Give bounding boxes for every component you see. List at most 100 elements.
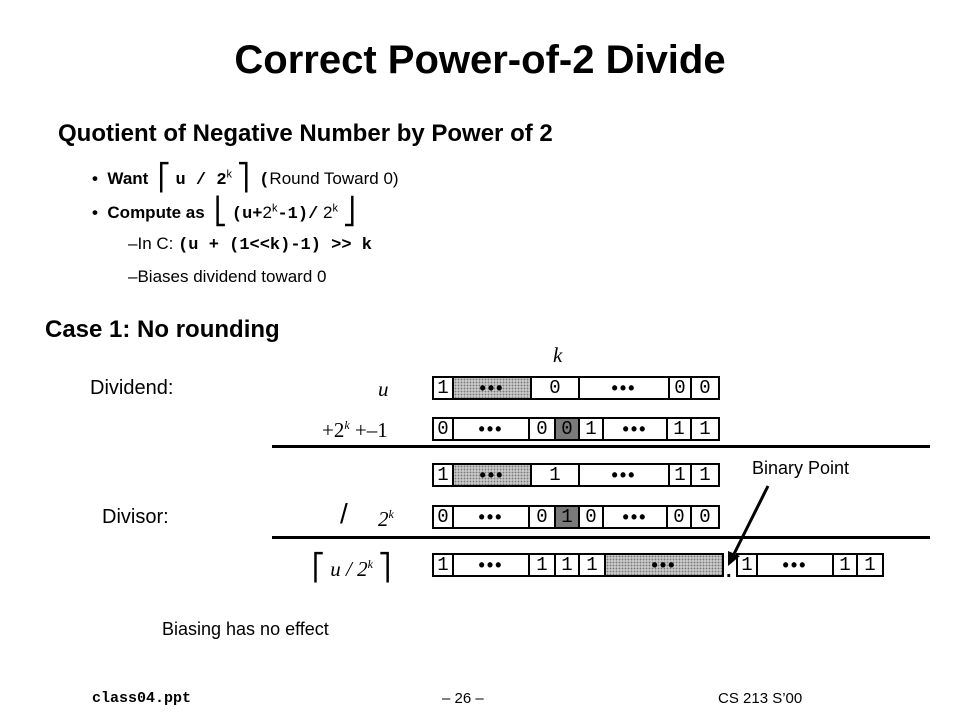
biasing-note: Biasing has no effect xyxy=(162,619,329,639)
result-ceil-right: ⎤ xyxy=(378,553,392,582)
result-fraction-bits: 1 ••• 1 1 xyxy=(736,553,884,577)
bit-cell: 1 xyxy=(556,506,580,528)
compute-exponent: k xyxy=(271,202,278,215)
compute-code-a: (u+ xyxy=(231,205,263,224)
ceil-right-bracket: ⎤ xyxy=(236,162,250,192)
want-exponent: k xyxy=(226,168,233,181)
ellipsis-cell: ••• xyxy=(454,419,530,439)
subbullet-in-c: –In C: (u + (1<<k)-1) >> k xyxy=(128,234,372,255)
result-ceil-left: ⎡ xyxy=(312,553,325,582)
u-label: u xyxy=(378,377,389,401)
bit-cell: 0 xyxy=(530,506,556,528)
bit-cell: 1 xyxy=(668,418,692,440)
divisor-exponent: k xyxy=(388,507,394,521)
bit-cell: 1 xyxy=(834,554,858,576)
ellipsis-cell: ••• xyxy=(604,419,668,439)
in-c-label: In C: xyxy=(137,234,174,253)
ellipsis-cell: ••• xyxy=(604,555,722,575)
bit-cell: 1 xyxy=(699,418,711,440)
divisor-two: 2 xyxy=(378,507,389,531)
k-label: k xyxy=(553,343,563,367)
bit-cell: 0 xyxy=(580,506,604,528)
divisor-bits: 0 ••• 0 1 0 ••• 0 0 xyxy=(432,505,720,529)
bit-cell: 1 xyxy=(864,554,876,576)
subbullet-biases: –Biases dividend toward 0 xyxy=(128,267,326,287)
bias-bits: 0 ••• 0 0 1 ••• 1 1 xyxy=(432,417,720,441)
slide-title: Correct Power-of-2 Divide xyxy=(234,38,726,82)
footer-page-number: – 26 – xyxy=(442,690,484,707)
ellipsis-cell: ••• xyxy=(454,378,530,398)
bit-cell: 1 xyxy=(434,554,454,576)
bit-cell: 1 xyxy=(580,418,604,440)
bias-label: +2k +–1 xyxy=(322,418,388,443)
case-title: Case 1: No rounding xyxy=(45,316,280,343)
bit-cell: 1 xyxy=(586,554,598,576)
bullet-compute-label: Compute as xyxy=(107,203,205,222)
bullet-dot: • xyxy=(92,203,98,222)
bullet-want: • Want ⎡ u / 2k ⎤ (Round Toward 0) xyxy=(92,162,399,193)
result-exponent: k xyxy=(367,557,373,571)
bit-cell: 0 xyxy=(668,506,692,528)
bit-cell: 0 xyxy=(699,506,711,528)
bit-cell: 1 xyxy=(556,554,580,576)
bit-cell: 1 xyxy=(668,464,692,486)
want-code: u / 2 xyxy=(175,171,227,190)
result-integer-bits: 1 ••• 1 1 1 ••• xyxy=(432,553,724,577)
bit-cell: 1 xyxy=(530,464,580,486)
bit-cell: 0 xyxy=(556,418,580,440)
sum-divider-line xyxy=(272,445,930,448)
binary-point-label: Binary Point xyxy=(752,458,850,478)
bit-cell: 1 xyxy=(434,464,454,486)
compute-two-b: 2 xyxy=(323,203,333,222)
binary-point-dot: . xyxy=(726,560,732,582)
footer-filename: class04.ppt xyxy=(92,690,192,707)
floor-left-bracket: ⎣ xyxy=(214,196,228,226)
bit-cell: 0 xyxy=(434,418,454,440)
ellipsis-cell: ••• xyxy=(454,555,530,575)
result-expr: u / 2 xyxy=(330,557,368,581)
want-paren: ( xyxy=(259,171,270,190)
dash: – xyxy=(128,267,138,286)
sum-bits: 1 ••• 1 ••• 1 1 xyxy=(432,463,720,487)
ellipsis-cell: ••• xyxy=(604,507,668,527)
want-note: Round Toward 0) xyxy=(269,169,399,188)
bias-label-b: +–1 xyxy=(349,418,388,442)
bit-cell: 1 xyxy=(434,377,454,399)
bit-cell: 1 xyxy=(530,554,556,576)
biases-text: Biases dividend toward 0 xyxy=(137,267,327,286)
footer-course: CS 213 S’00 xyxy=(718,690,803,707)
bit-cell: 1 xyxy=(738,554,758,576)
bias-exponent: k xyxy=(344,418,350,432)
ellipsis-cell: ••• xyxy=(611,464,637,485)
dash: – xyxy=(128,234,138,253)
bit-cell: 0 xyxy=(699,377,711,399)
result-label: ⎡ u / 2k ⎤ xyxy=(312,553,391,583)
result-divider-line xyxy=(272,536,930,539)
bullet-dot: • xyxy=(92,169,98,188)
floor-right-bracket: ⎦ xyxy=(342,196,356,226)
in-c-code: (u + (1<<k)-1) >> k xyxy=(178,236,372,255)
compute-two: 2 xyxy=(262,203,272,222)
bit-cell: 1 xyxy=(699,464,711,486)
ceil-left-bracket: ⎡ xyxy=(157,162,171,192)
compute-code-b: -1)/ xyxy=(277,205,319,224)
divisor-label: Divisor: xyxy=(102,506,169,528)
divide-operator: / xyxy=(340,498,348,529)
bullet-compute: • Compute as ⎣ (u+2k-1)/ 2k ⎦ xyxy=(92,196,356,227)
bit-cell: 0 xyxy=(434,506,454,528)
bit-cell: 0 xyxy=(530,418,556,440)
bit-cell: 0 xyxy=(668,377,692,399)
bias-label-a: +2 xyxy=(322,418,345,442)
compute-exponent-b: k xyxy=(332,202,338,215)
ellipsis-cell: ••• xyxy=(611,377,637,398)
bullet-want-label: Want xyxy=(107,169,149,188)
dividend-bits: 1 ••• 0 ••• 0 0 xyxy=(432,376,720,400)
divisor-value: 2k xyxy=(378,507,394,532)
bit-cell: 0 xyxy=(530,377,580,399)
ellipsis-cell: ••• xyxy=(758,555,834,575)
ellipsis-cell: ••• xyxy=(454,507,530,527)
dividend-label: Dividend: xyxy=(90,377,174,399)
ellipsis-cell: ••• xyxy=(454,465,530,485)
section-subtitle: Quotient of Negative Number by Power of … xyxy=(58,120,553,147)
